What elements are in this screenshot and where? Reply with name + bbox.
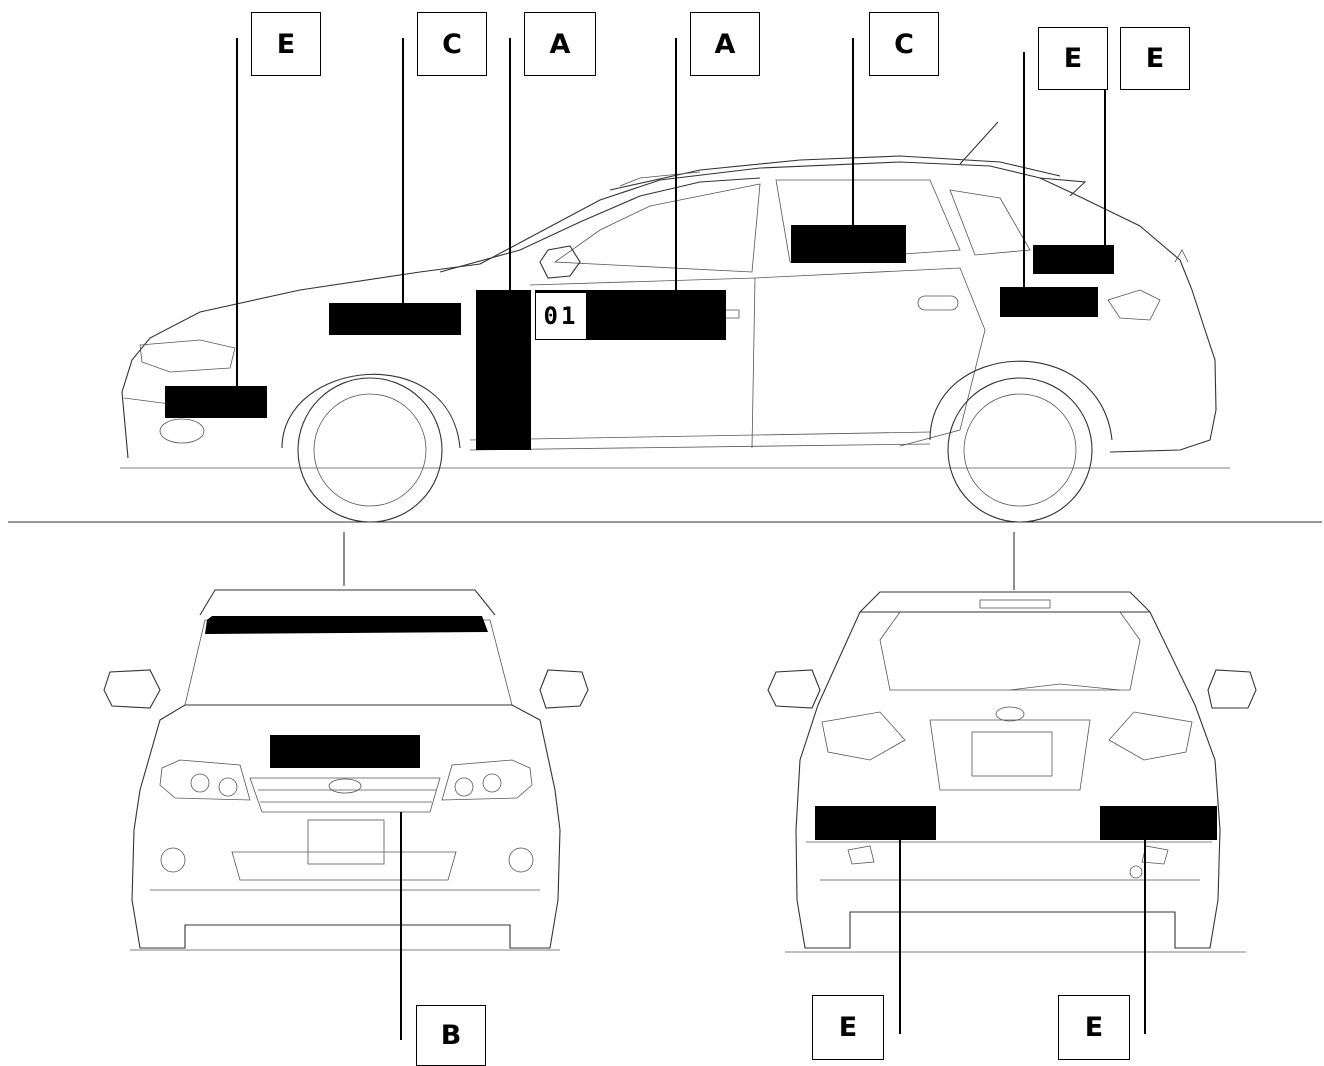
side-fog-light — [159, 418, 205, 444]
quarter-window — [949, 189, 1031, 256]
rear-left-taillight — [821, 711, 906, 761]
rear-right-mirror — [1207, 669, 1257, 709]
rear-side-window — [775, 179, 961, 263]
decal-side-front-fender — [329, 303, 461, 335]
front-side-window — [553, 183, 761, 273]
side-mirror — [539, 245, 581, 279]
decal-areas — [165, 225, 1217, 840]
side-headlight — [139, 339, 236, 373]
label-side-front-fender: C — [417, 12, 487, 76]
rear-view-car — [767, 532, 1257, 953]
label-rear-bumper-left: E — [812, 995, 884, 1060]
front-license-plate — [307, 819, 385, 865]
label-side-front-door: A — [690, 12, 760, 76]
leader-lines — [236, 38, 1146, 1040]
decal-side-rear-window — [791, 225, 906, 263]
front-badge — [328, 778, 362, 794]
front-right-headlight — [441, 759, 533, 801]
rear-license-plate — [971, 731, 1053, 777]
front-grille — [249, 777, 441, 813]
front-wheel — [297, 377, 443, 523]
decal-side-rear-upper — [1033, 245, 1114, 274]
rear-door-handle — [917, 295, 959, 311]
label-side-rear-window: C — [869, 12, 939, 76]
label-rear-bumper-right: E — [1058, 995, 1130, 1060]
decal-side-front-bumper — [165, 386, 267, 418]
front-view-car — [103, 532, 589, 951]
side-antenna — [959, 121, 999, 165]
front-right-mirror — [539, 669, 589, 709]
rear-left-mirror — [767, 669, 821, 709]
label-side-rear-quarter: E — [1038, 27, 1108, 90]
rear-right-taillight — [1108, 711, 1193, 761]
decal-front-hood — [270, 735, 420, 768]
rear-badge — [995, 706, 1025, 722]
exhaust-tip — [1129, 865, 1143, 879]
label-side-front-bumper: E — [251, 12, 321, 76]
rear-wheel — [947, 377, 1093, 523]
decal-rear-bumper-left — [815, 806, 936, 840]
side-view-car — [8, 121, 1322, 523]
label-front-hood: B — [416, 1005, 486, 1066]
label-side-door-pillar: A — [524, 12, 596, 76]
front-left-fog-light — [160, 847, 186, 873]
rear-wheel-arch — [929, 360, 1113, 441]
side-taillight — [1107, 289, 1161, 321]
decal-side-rear-quarter — [1000, 287, 1098, 317]
front-right-fog-light — [508, 847, 534, 873]
front-left-mirror — [103, 669, 161, 709]
race-number-plate: 01 — [535, 292, 587, 340]
rear-window — [879, 611, 1141, 691]
label-side-rear-upper: E — [1120, 27, 1190, 90]
decal-windscreen-banner — [205, 616, 488, 634]
decal-side-door-pillar — [476, 290, 531, 450]
decal-rear-bumper-right — [1100, 806, 1217, 840]
front-left-headlight — [159, 759, 251, 801]
front-wheel-arch — [281, 373, 461, 449]
